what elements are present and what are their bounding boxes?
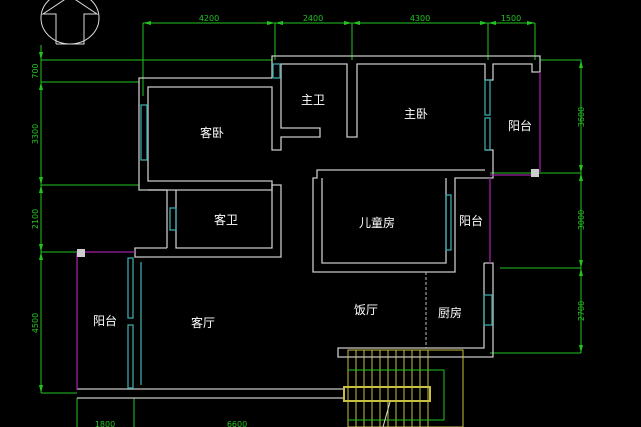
room-label-guest-bedroom: 客卧	[200, 125, 224, 140]
dim-top-4: 1500	[501, 14, 521, 23]
room-label-balcony-east: 阳台	[508, 118, 532, 133]
column-marker	[531, 169, 539, 177]
dimension-lines	[40, 22, 582, 427]
walls	[77, 55, 541, 399]
dim-top-1: 4200	[199, 14, 219, 23]
dim-left-1: 700	[31, 63, 40, 78]
north-arrow-icon	[40, 0, 100, 45]
dim-right-1: 3600	[577, 107, 586, 127]
dim-bottom-2: 6600	[227, 420, 247, 427]
dim-bottom-1: 1800	[95, 420, 115, 427]
column-marker	[77, 249, 85, 257]
dim-left-3: 2100	[31, 209, 40, 229]
dim-left-2: 3300	[31, 124, 40, 144]
room-label-children-room: 儿童房	[359, 215, 395, 230]
dim-top-3: 4300	[410, 14, 430, 23]
room-label-kitchen: 厨房	[438, 305, 462, 320]
balcony-railings	[76, 72, 541, 390]
dim-right-3: 2700	[577, 301, 586, 321]
room-label-living-room: 客厅	[191, 315, 215, 330]
room-label-dining-room: 饭厅	[354, 303, 378, 317]
dim-top-2: 2400	[303, 14, 323, 23]
dimension-arrows	[39, 21, 583, 393]
staircase	[343, 349, 464, 427]
windows	[127, 63, 493, 389]
room-label-master-bedroom: 主卧	[404, 107, 428, 121]
dim-right-2: 3000	[577, 210, 586, 230]
room-label-balcony-middle: 阳台	[459, 213, 483, 228]
room-label-balcony-west: 阳台	[93, 313, 117, 328]
room-label-master-bath: 主卫	[301, 93, 325, 107]
dim-left-4: 4500	[31, 313, 40, 333]
room-label-guest-bath: 客卫	[214, 212, 238, 227]
